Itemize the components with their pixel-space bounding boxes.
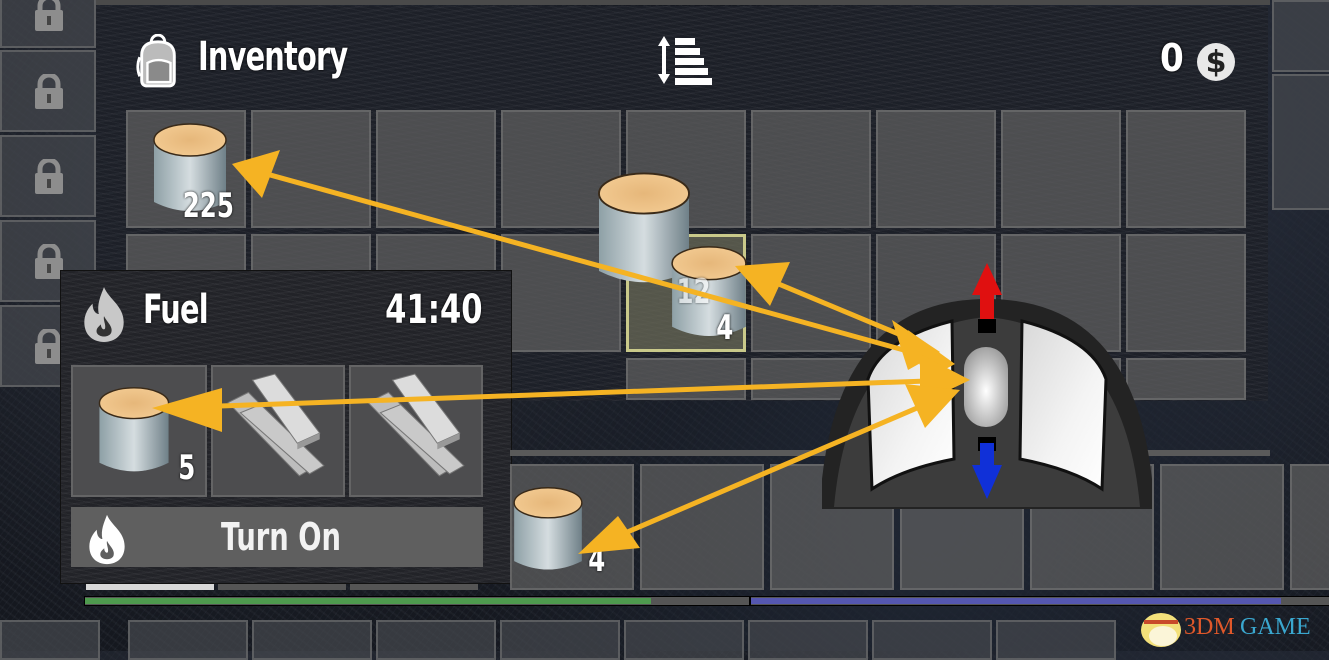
wood-log-icon	[98, 387, 170, 472]
quick-slot-indicator	[350, 584, 478, 590]
side-slot[interactable]	[1272, 74, 1329, 210]
locked-slot	[0, 50, 96, 132]
bottom-slot[interactable]	[128, 620, 248, 660]
side-slot[interactable]	[1272, 0, 1329, 72]
quick-slot-indicator-active	[86, 584, 214, 590]
bottom-slot[interactable]	[0, 620, 100, 660]
lock-icon	[35, 329, 63, 364]
inventory-slot[interactable]	[1001, 110, 1121, 228]
toolbelt-slot[interactable]	[640, 464, 764, 590]
top-border	[96, 0, 1270, 5]
flame-icon	[89, 514, 125, 565]
lock-icon	[35, 159, 63, 194]
inventory-slot[interactable]	[251, 110, 371, 228]
svg-text:$: $	[1206, 45, 1227, 80]
turn-on-button[interactable]: Turn On	[71, 507, 483, 567]
item-count: 4	[716, 308, 734, 348]
sort-icon[interactable]	[656, 32, 712, 88]
quick-slot-indicator	[218, 584, 346, 590]
lock-icon	[35, 0, 63, 31]
bottom-slots-row	[0, 620, 1329, 660]
item-count: 5	[178, 448, 196, 488]
wood-log-icon	[153, 123, 227, 211]
inventory-title: Inventory	[198, 34, 348, 80]
bottom-slot[interactable]	[376, 620, 496, 660]
locked-slot	[0, 135, 96, 217]
turn-on-label: Turn On	[221, 515, 341, 559]
bottom-slot[interactable]	[624, 620, 744, 660]
inventory-slot[interactable]	[1126, 358, 1246, 400]
bottom-slot[interactable]	[996, 620, 1116, 660]
dragging-count: 12	[676, 272, 711, 312]
watermark-text-game: GAME	[1240, 614, 1311, 640]
item-count: 225	[182, 186, 234, 226]
mouse-scroll-wheel-icon	[822, 263, 1152, 509]
locked-slot	[0, 0, 96, 48]
inventory-slot[interactable]	[1126, 234, 1246, 352]
watermark: 3DM GAME	[1136, 604, 1326, 648]
fuel-timer: 41:40	[385, 287, 483, 333]
inventory-slot[interactable]	[376, 110, 496, 228]
wood-log-icon	[513, 487, 583, 570]
currency-amount: 0	[1160, 36, 1184, 80]
quick-slot-indicators	[86, 584, 506, 592]
mascot-chick-icon	[1141, 613, 1181, 647]
bottom-slot[interactable]	[500, 620, 620, 660]
bottom-slot[interactable]	[252, 620, 372, 660]
toolbelt-slot[interactable]	[1160, 464, 1284, 590]
inventory-slot[interactable]	[876, 110, 996, 228]
inventory-slot[interactable]	[751, 110, 871, 228]
lock-icon	[35, 244, 63, 279]
bottom-slot[interactable]	[872, 620, 992, 660]
inventory-header: Inventory 0 $	[130, 30, 1250, 100]
item-count: 4	[588, 540, 606, 580]
backpack-icon	[136, 34, 176, 88]
inventory-slot[interactable]	[626, 358, 746, 400]
flame-icon	[84, 287, 124, 342]
inventory-slot[interactable]	[1126, 110, 1246, 228]
lock-icon	[35, 74, 63, 109]
toolbelt-slot[interactable]	[1290, 464, 1329, 590]
coin-dollar-icon: $	[1197, 43, 1235, 81]
health-bar-fill	[85, 598, 651, 604]
fuel-title: Fuel	[143, 287, 209, 333]
stamina-bar-fill	[751, 598, 1281, 604]
bottom-slot[interactable]	[748, 620, 868, 660]
watermark-text-3dm: 3DM	[1184, 614, 1235, 640]
health-bar-track	[84, 596, 750, 606]
stamina-bar-track	[750, 596, 1329, 606]
